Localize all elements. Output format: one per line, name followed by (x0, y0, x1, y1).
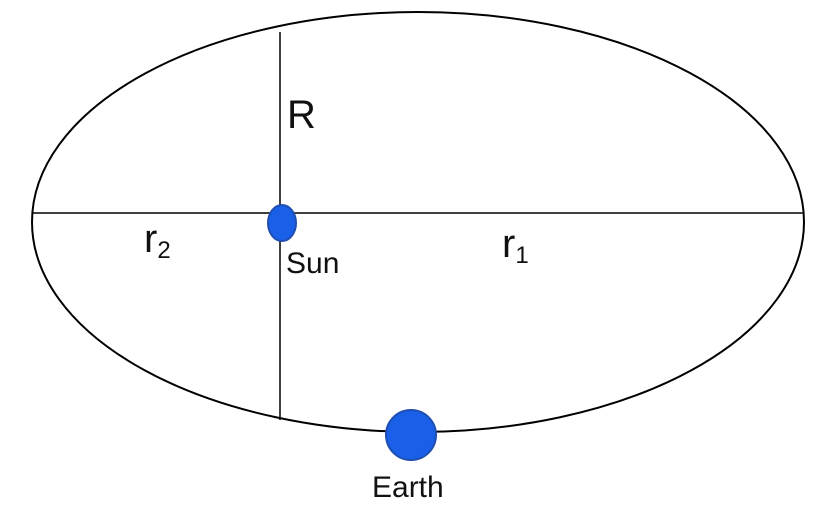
radius-label: R (287, 93, 316, 137)
r1-label-base: r (502, 222, 515, 266)
earth-marker (385, 409, 437, 461)
r1-label-subscript: 1 (515, 242, 528, 269)
earth-label: Earth (372, 471, 444, 504)
r2-label-base: r (144, 217, 157, 261)
r2-label: r2 (144, 217, 171, 264)
sun-marker (267, 204, 297, 242)
r2-label-subscript: 2 (157, 237, 170, 264)
r1-label: r1 (502, 222, 529, 269)
sun-label: Sun (286, 247, 339, 280)
